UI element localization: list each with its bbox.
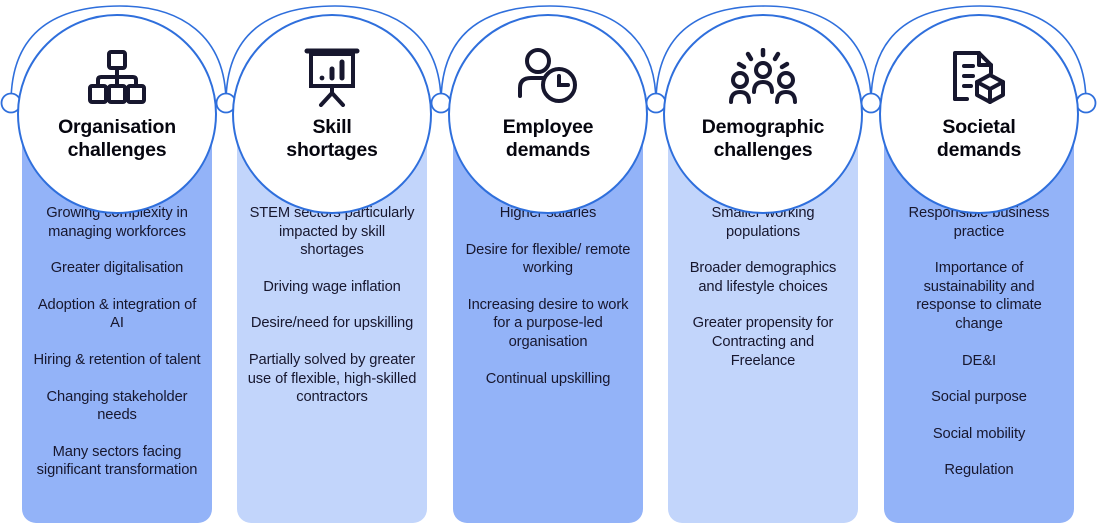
circle-skill-shortages: Skill shortages <box>232 14 432 214</box>
column-organisation-challenges: Growing complexity in managing workforce… <box>17 0 217 531</box>
org-chart-icon <box>88 44 146 110</box>
list-item: Continual upskilling <box>485 370 611 387</box>
list-item: Adoption & integration of AI <box>37 296 197 332</box>
presentation-chart-icon <box>303 44 361 110</box>
title-line-2: challenges <box>713 139 813 161</box>
circle-title-employee-demands: Employee demands <box>489 116 608 162</box>
list-item: Increasing desire to work for a purpose-… <box>467 296 629 350</box>
title-line-1: Skill <box>312 116 352 138</box>
title-line-1: Organisation <box>58 116 176 138</box>
person-clock-icon <box>517 44 579 110</box>
column-societal-demands: Responsible business practice Importance… <box>879 0 1079 531</box>
circle-title-societal-demands: Societal demands <box>923 116 1035 162</box>
title-line-2: challenges <box>67 139 167 161</box>
list-item: Broader demographics and lifestyle choic… <box>689 260 837 295</box>
list-item: Greater propensity for Contracting and F… <box>692 315 834 369</box>
circle-demographic-challenges: Demographic challenges <box>663 14 863 214</box>
list-item: Social purpose <box>931 389 1027 406</box>
column-demographic-challenges: Smaller working populations Broader demo… <box>663 0 863 531</box>
title-line-2: demands <box>936 139 1022 161</box>
list-item: Desire for flexible/ remote working <box>465 241 631 277</box>
list-item: Changing stakeholder needs <box>46 388 188 424</box>
title-line-1: Societal <box>942 116 1016 138</box>
circle-societal-demands: Societal demands <box>879 14 1079 214</box>
circle-title-demographic-challenges: Demographic challenges <box>688 116 838 162</box>
list-item: Driving wage inflation <box>263 278 401 295</box>
list-item: Partially solved by greater use of flexi… <box>247 351 417 406</box>
circle-employee-demands: Employee demands <box>448 14 648 214</box>
title-line-2: demands <box>505 139 591 161</box>
list-item: DE&I <box>962 352 996 369</box>
list-item: Hiring & retention of talent <box>33 351 201 368</box>
list-item: Greater digitalisation <box>50 260 184 277</box>
title-line-2: shortages <box>286 139 378 161</box>
list-item: Desire/need for upskilling <box>250 315 414 332</box>
list-item: Importance of sustainability and respons… <box>916 260 1042 332</box>
document-cube-icon <box>949 44 1009 110</box>
title-line-1: Employee <box>502 116 594 138</box>
column-skill-shortages: STEM sectors particularly impacted by sk… <box>232 0 432 531</box>
circle-organisation-challenges: Organisation challenges <box>17 14 217 214</box>
circle-title-organisation-challenges: Organisation challenges <box>44 116 190 162</box>
column-employee-demands: Higher salaries Desire for flexible/ rem… <box>448 0 648 531</box>
people-group-icon <box>728 44 798 110</box>
list-item: Many sectors facing significant transfor… <box>36 443 198 479</box>
list-item: Social mobility <box>932 425 1026 442</box>
title-line-1: Demographic <box>701 116 825 138</box>
list-item: Regulation <box>944 462 1014 479</box>
circle-title-skill-shortages: Skill shortages <box>272 116 391 162</box>
